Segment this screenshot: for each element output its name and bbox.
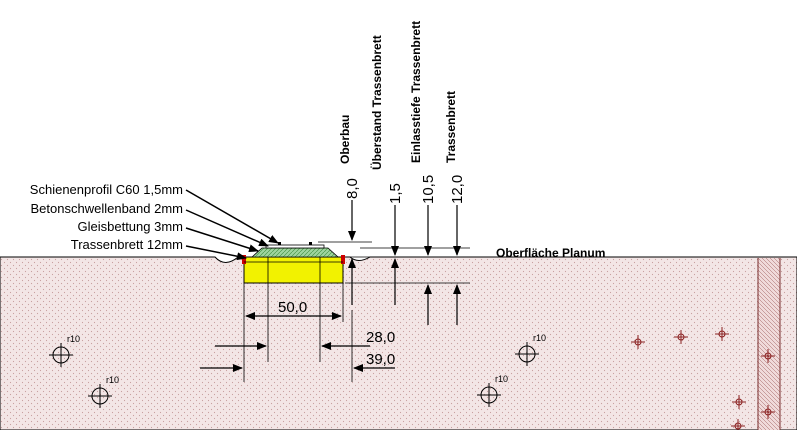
vdim-label-ueberstand: Überstand Trassenbrett	[369, 35, 384, 170]
vdim-einlasstiefe: 10,5 Einlasstiefe Trassenbrett	[409, 21, 437, 204]
hole-3	[515, 342, 539, 366]
vdim-oberbau: 8,0 Oberbau	[338, 115, 361, 199]
route-board-edge-right	[341, 255, 345, 264]
label-track-bed: Gleisbettung 3mm	[78, 219, 184, 234]
hole-4-label: r10	[495, 374, 508, 384]
route-board	[243, 256, 344, 284]
hole-3-label: r10	[533, 333, 546, 343]
rail-left	[278, 242, 281, 245]
vdim-trassenbrett: 12,0 Trassenbrett	[444, 91, 466, 204]
vdim-value-trassenbrett: 12,0	[449, 175, 466, 204]
vdim-value-oberbau: 8,0	[344, 178, 361, 199]
vdim-value-ueberstand: 1,5	[387, 183, 404, 204]
hole-1-label: r10	[67, 334, 80, 344]
vdim-label-trassenbrett: Trassenbrett	[444, 91, 458, 163]
sleeper-band	[265, 244, 325, 249]
vdim-ueberstand: 1,5 Überstand Trassenbrett	[369, 35, 404, 204]
hdim-value-39: 39,0	[366, 351, 395, 368]
route-board-edge-left	[242, 255, 246, 264]
hdim-value-28: 28,0	[366, 329, 395, 346]
vdim-label-einlasstiefe: Einlasstiefe Trassenbrett	[409, 21, 423, 163]
ground-right-edge-band	[758, 258, 780, 430]
hole-1	[49, 343, 73, 367]
track-bed	[250, 247, 340, 258]
hdim-value-50: 50,0	[278, 299, 307, 316]
rail-right	[309, 242, 312, 245]
vdim-value-einlasstiefe: 10,5	[420, 175, 437, 204]
hole-4	[477, 383, 501, 407]
hole-2	[88, 384, 112, 408]
marker-crosses	[631, 327, 775, 430]
label-concrete-sleeper-band: Betonschwellenband 2mm	[31, 201, 183, 216]
label-route-board: Trassenbrett 12mm	[71, 237, 183, 252]
vdim-label-oberbau: Oberbau	[338, 115, 352, 164]
hole-2-label: r10	[106, 375, 119, 385]
label-surface-subgrade: Oberfläche Planum	[496, 246, 605, 260]
label-rail-profile: Schienenprofil C60 1,5mm	[30, 182, 183, 197]
